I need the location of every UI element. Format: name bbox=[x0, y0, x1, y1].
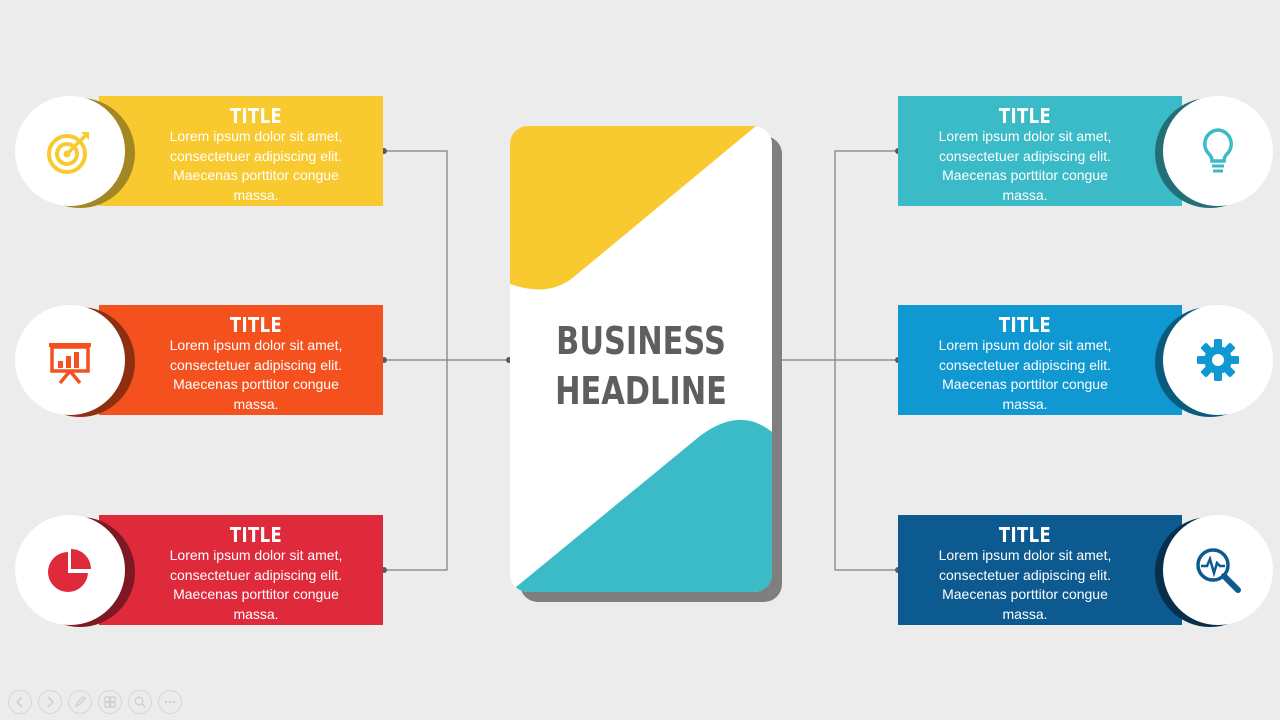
info-card-left-3: TITLE Lorem ipsum dolor sit amet, consec… bbox=[99, 515, 383, 625]
icon-circle-left-1 bbox=[15, 96, 135, 209]
card-title: TITLE bbox=[229, 523, 283, 547]
slideshow-toolbar bbox=[8, 690, 182, 714]
pie-chart-icon bbox=[48, 549, 91, 592]
slides-grid-button[interactable] bbox=[98, 690, 122, 714]
center-card-decoration bbox=[510, 126, 772, 592]
icon-circle-right-2 bbox=[1155, 305, 1276, 418]
card-title: TITLE bbox=[229, 313, 283, 337]
card-title: TITLE bbox=[998, 104, 1052, 128]
card-title: TITLE bbox=[998, 523, 1052, 547]
lightbulb-icon bbox=[1203, 128, 1233, 173]
magnifier-pulse-icon bbox=[1196, 548, 1241, 593]
card-description: Lorem ipsum dolor sit amet, consectetuer… bbox=[938, 128, 1112, 203]
headline-line-2: HEADLINE bbox=[555, 369, 727, 413]
previous-slide-button[interactable] bbox=[8, 690, 32, 714]
target-icon bbox=[47, 132, 89, 174]
card-description: Lorem ipsum dolor sit amet, consectetuer… bbox=[169, 128, 343, 203]
headline-line-1: BUSINESS bbox=[556, 319, 726, 363]
zoom-button[interactable] bbox=[128, 690, 152, 714]
headline: BUSINESS HEADLINE bbox=[536, 316, 746, 416]
info-card-right-3: TITLE Lorem ipsum dolor sit amet, consec… bbox=[898, 515, 1182, 625]
icon-circle-right-1 bbox=[1155, 96, 1276, 209]
presentation-board-icon bbox=[49, 343, 91, 385]
center-card: BUSINESS HEADLINE bbox=[510, 126, 772, 592]
pen-icon bbox=[74, 696, 86, 708]
gear-icon bbox=[1197, 339, 1239, 381]
next-slide-button[interactable] bbox=[38, 690, 62, 714]
arrow-right-icon bbox=[47, 696, 55, 708]
info-card-right-1: TITLE Lorem ipsum dolor sit amet, consec… bbox=[898, 96, 1182, 206]
info-card-left-2: TITLE Lorem ipsum dolor sit amet, consec… bbox=[99, 305, 383, 415]
card-description: Lorem ipsum dolor sit amet, consectetuer… bbox=[169, 337, 343, 412]
magnifier-icon bbox=[134, 696, 147, 709]
icon-circle-left-2 bbox=[15, 305, 135, 418]
slides-grid-icon bbox=[104, 696, 116, 708]
info-card-left-1: TITLE Lorem ipsum dolor sit amet, consec… bbox=[99, 96, 383, 206]
card-title: TITLE bbox=[998, 313, 1052, 337]
pen-button[interactable] bbox=[68, 690, 92, 714]
card-description: Lorem ipsum dolor sit amet, consectetuer… bbox=[169, 547, 343, 622]
more-options-button[interactable] bbox=[158, 690, 182, 714]
icon-circle-left-3 bbox=[15, 515, 135, 628]
info-card-right-2: TITLE Lorem ipsum dolor sit amet, consec… bbox=[898, 305, 1182, 415]
icon-circle-right-3 bbox=[1155, 515, 1276, 628]
ellipsis-icon bbox=[164, 700, 176, 704]
arrow-left-icon bbox=[15, 696, 23, 708]
card-description: Lorem ipsum dolor sit amet, consectetuer… bbox=[938, 337, 1112, 412]
card-title: TITLE bbox=[229, 104, 283, 128]
card-description: Lorem ipsum dolor sit amet, consectetuer… bbox=[938, 547, 1112, 622]
